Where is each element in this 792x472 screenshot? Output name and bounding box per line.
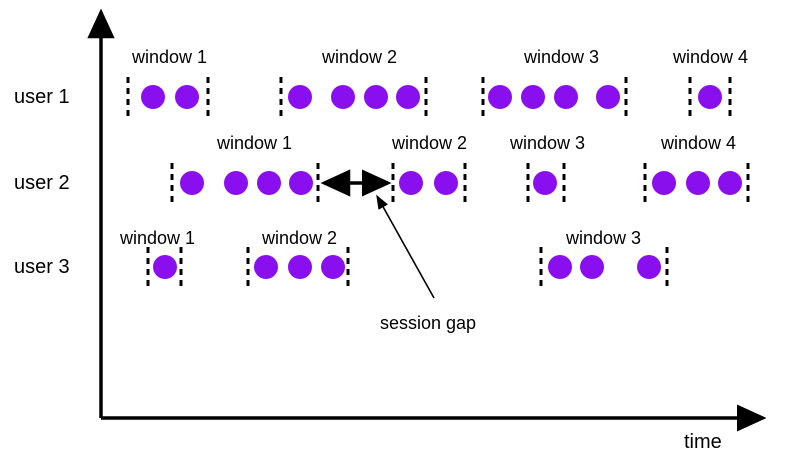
user-label-1: user 1 bbox=[14, 86, 70, 108]
x-axis-label: time bbox=[684, 431, 722, 453]
event-dot bbox=[399, 171, 423, 195]
event-dot bbox=[180, 171, 204, 195]
event-dot bbox=[254, 255, 278, 279]
window-group-3-1 bbox=[146, 247, 183, 287]
window-label-3-2: window 2 bbox=[262, 228, 338, 248]
window-group-1-3 bbox=[481, 77, 628, 117]
window-group-3-2 bbox=[246, 247, 350, 287]
event-dot bbox=[175, 85, 199, 109]
session-gap-label: session gap bbox=[380, 313, 477, 333]
event-dot bbox=[289, 171, 313, 195]
window-label-1-3: window 3 bbox=[524, 47, 600, 67]
axes-group bbox=[87, 8, 767, 432]
event-dot bbox=[637, 255, 661, 279]
session-row-2 bbox=[170, 163, 750, 203]
session-row-1 bbox=[126, 77, 732, 117]
window-label-1-2: window 2 bbox=[322, 47, 398, 67]
window-group-1-4 bbox=[688, 77, 732, 117]
window-group-2-4 bbox=[643, 163, 750, 203]
event-dot bbox=[288, 85, 312, 109]
window-label-2-2: window 2 bbox=[392, 133, 468, 153]
window-label-3-1: window 1 bbox=[120, 228, 196, 248]
window-group-2-2 bbox=[391, 163, 467, 203]
event-dot bbox=[533, 171, 557, 195]
event-dot bbox=[396, 85, 420, 109]
event-dot bbox=[257, 171, 281, 195]
window-label-2-3: window 3 bbox=[510, 133, 586, 153]
event-dot bbox=[321, 255, 345, 279]
window-group-1-1 bbox=[126, 77, 210, 117]
event-dot bbox=[652, 171, 676, 195]
event-dot bbox=[718, 171, 742, 195]
event-dot bbox=[288, 255, 312, 279]
window-label-2-4: window 4 bbox=[661, 133, 737, 153]
event-dot bbox=[580, 255, 604, 279]
event-dot bbox=[224, 171, 248, 195]
window-group-2-3 bbox=[526, 163, 566, 203]
event-dot bbox=[141, 85, 165, 109]
window-group-1-2 bbox=[279, 77, 428, 117]
window-label-1-4: window 4 bbox=[673, 47, 749, 67]
event-dot bbox=[488, 85, 512, 109]
user-label-2: user 2 bbox=[14, 172, 70, 194]
window-label-3-3: window 3 bbox=[566, 228, 642, 248]
event-dot bbox=[153, 255, 177, 279]
session-gap-annotation-group bbox=[320, 169, 435, 299]
event-dot bbox=[548, 255, 572, 279]
event-dot bbox=[686, 171, 710, 195]
event-dot bbox=[521, 85, 545, 109]
event-dot bbox=[434, 171, 458, 195]
session-gap-leader-line bbox=[376, 194, 435, 299]
window-label-1-1: window 1 bbox=[132, 47, 208, 67]
event-dot bbox=[331, 85, 355, 109]
window-group-2-1 bbox=[170, 163, 320, 203]
session-row-3 bbox=[146, 247, 669, 287]
event-dot bbox=[554, 85, 578, 109]
user-label-3: user 3 bbox=[14, 256, 70, 278]
event-dot bbox=[596, 85, 620, 109]
window-label-2-1: window 1 bbox=[217, 133, 293, 153]
event-dot bbox=[698, 85, 722, 109]
window-group-3-3 bbox=[539, 247, 669, 287]
session-rows-group bbox=[126, 77, 750, 287]
event-dot bbox=[364, 85, 388, 109]
